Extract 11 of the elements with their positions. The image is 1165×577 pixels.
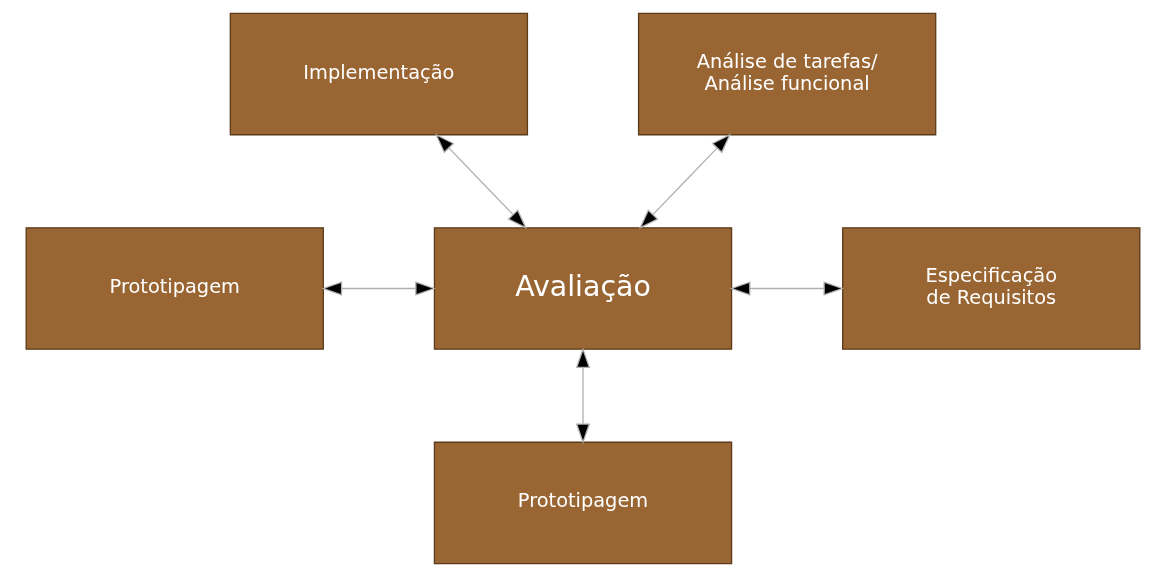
node-box: Avaliação — [433, 227, 732, 350]
arrow — [575, 347, 590, 445]
arrow — [321, 281, 436, 296]
node-box: Prototipagem — [433, 441, 732, 565]
arrow — [434, 133, 527, 230]
node-box: Implementação — [229, 12, 528, 136]
arrow — [638, 133, 731, 230]
node-box: Análise de tarefas/ Análise funcional — [637, 12, 936, 136]
arrow — [729, 281, 844, 296]
node-box: Especificação de Requisitos — [841, 227, 1140, 350]
node-box: Prototipagem — [25, 227, 324, 350]
